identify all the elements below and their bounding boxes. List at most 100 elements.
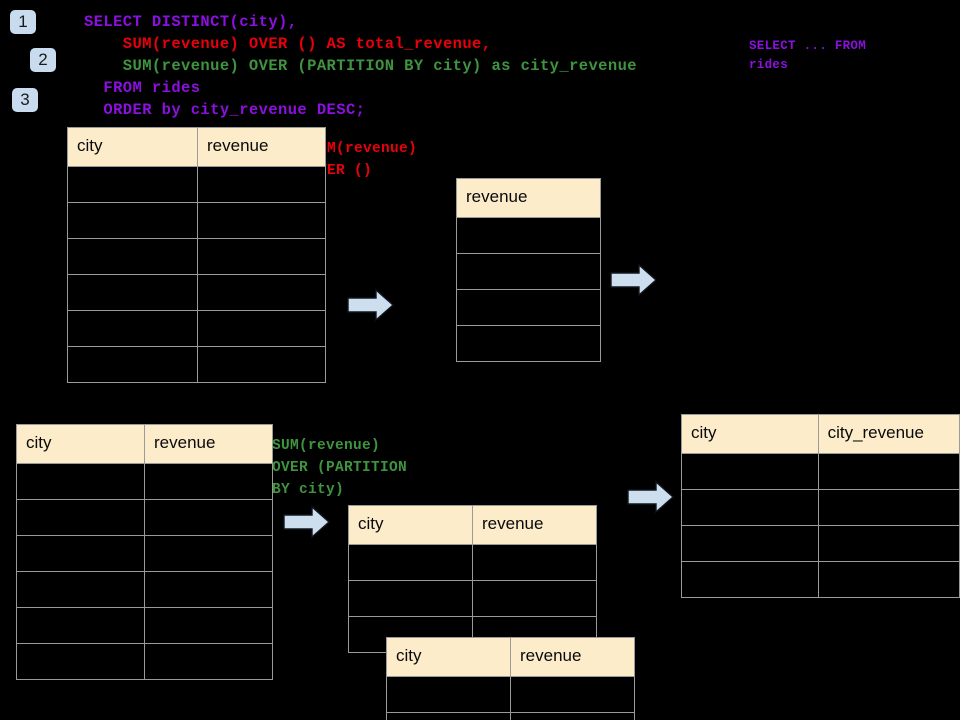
table-cell <box>817 453 960 490</box>
table-cell <box>16 535 145 572</box>
table-cell <box>144 499 273 536</box>
sql-line-from: FROM rides <box>84 79 201 97</box>
column-header: revenue <box>472 505 597 545</box>
column-header: city <box>16 424 145 464</box>
sql-line-city-revenue: SUM(revenue) OVER (PARTITION BY city) as… <box>84 57 637 75</box>
table-cell <box>16 463 145 500</box>
table-row <box>456 289 601 326</box>
column-header: revenue <box>197 127 326 167</box>
step-badge-3: 3 <box>12 88 38 112</box>
arrow-shape <box>610 263 658 297</box>
table-cell <box>67 310 198 347</box>
table-cell <box>348 544 473 581</box>
table-cell <box>16 499 145 536</box>
arrow-shape <box>347 288 395 322</box>
sql-line-order-by: ORDER by city_revenue DESC; <box>84 101 366 119</box>
table-row <box>67 274 326 311</box>
table-row <box>348 544 597 581</box>
column-header: city <box>386 637 511 677</box>
sql-line-total-revenue: SUM(revenue) OVER () AS total_revenue, <box>84 35 492 53</box>
column-header: city_revenue <box>817 414 960 454</box>
table-cell <box>510 712 635 720</box>
table-row <box>67 166 326 203</box>
column-header: city <box>67 127 198 167</box>
table-cell <box>197 166 326 203</box>
arrow-shape <box>627 480 675 514</box>
table-cell <box>197 310 326 347</box>
table-cell <box>16 643 145 680</box>
total-revenue-table: revenue <box>456 178 601 362</box>
table-row <box>16 643 273 680</box>
table-cell <box>817 489 960 526</box>
table-row <box>16 607 273 644</box>
table-row <box>456 253 601 290</box>
table-cell <box>681 561 819 598</box>
table-cell <box>144 535 273 572</box>
table-cell <box>16 571 145 608</box>
table-row <box>456 325 601 362</box>
table-cell <box>681 489 819 526</box>
table-cell <box>144 643 273 680</box>
column-header: city <box>348 505 473 545</box>
table-cell <box>197 238 326 275</box>
arrow-source-to-partition <box>283 505 331 539</box>
table-cell <box>197 346 326 383</box>
table-cell <box>144 463 273 500</box>
table-cell <box>144 607 273 644</box>
table-row <box>681 489 960 526</box>
arrow-partition-to-result <box>627 480 675 514</box>
table-cell <box>456 253 601 290</box>
table-row <box>16 571 273 608</box>
table-cell <box>348 580 473 617</box>
table-cell <box>67 274 198 311</box>
sql-line-select: SELECT DISTINCT(city), <box>84 13 298 31</box>
table-row <box>681 561 960 598</box>
table-cell <box>817 525 960 562</box>
table-row <box>67 310 326 347</box>
table-cell <box>456 289 601 326</box>
table-cell <box>456 217 601 254</box>
table-cell <box>681 453 819 490</box>
table-row <box>348 580 597 617</box>
table-cell <box>67 202 198 239</box>
table-cell <box>681 525 819 562</box>
column-header: revenue <box>456 178 601 218</box>
table-cell <box>386 676 511 713</box>
table-cell <box>197 202 326 239</box>
table-row <box>681 525 960 562</box>
column-header: city <box>681 414 819 454</box>
arrow-shape <box>283 505 331 539</box>
table-row <box>16 463 273 500</box>
arrow-total-to-result <box>610 263 658 297</box>
step-badge-2: 2 <box>30 48 56 72</box>
table-row <box>16 535 273 572</box>
table-row <box>67 346 326 383</box>
table-cell <box>510 676 635 713</box>
table-cell <box>16 607 145 644</box>
table-header-row: revenue <box>456 178 601 218</box>
table-cell <box>386 712 511 720</box>
step-badge-1: 1 <box>10 10 36 34</box>
sql-side-note: SELECT ... FROM rides <box>749 39 867 72</box>
table-cell <box>67 346 198 383</box>
table-cell <box>472 544 597 581</box>
table-cell <box>67 166 198 203</box>
table-row <box>386 676 635 713</box>
table-cell <box>197 274 326 311</box>
table-row <box>681 453 960 490</box>
table-row <box>67 238 326 275</box>
table-row <box>456 217 601 254</box>
table-cell <box>67 238 198 275</box>
column-header: revenue <box>510 637 635 677</box>
table-row <box>386 712 635 720</box>
